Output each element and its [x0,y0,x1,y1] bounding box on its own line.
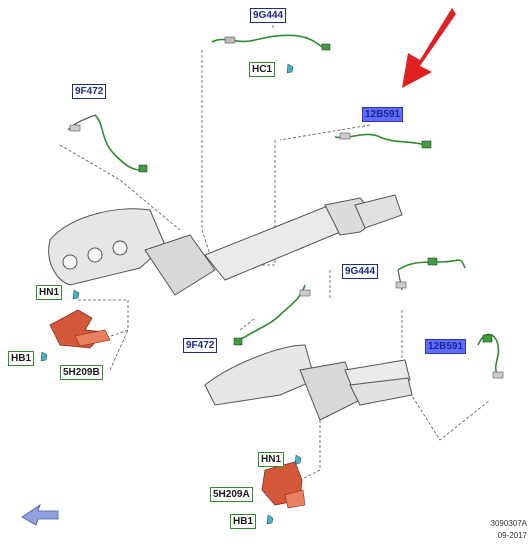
callout-hn1-bottom: HN1 [258,452,285,467]
callout-hc1: HC1 [249,62,276,77]
upper-exhaust-assembly [48,194,403,296]
callout-9g444-mid: 9G444 [342,264,379,279]
callout-5h209b: 5H209B [60,365,103,380]
sensor-9g444-mid [395,257,466,291]
sensor-12b591-top [334,132,432,149]
callout-hn1-left: HN1 [36,285,63,300]
sensor-9g444-top [211,34,331,74]
gasket-5h209a [261,454,306,525]
sensor-12b591-right [477,333,504,379]
red-pointer-arrow [402,8,456,88]
sensor-9f472-left [67,114,148,173]
callout-9f472-left: 9F472 [72,84,107,99]
gasket-5h209b [40,289,111,362]
callout-12b591-top: 12B591 [362,107,404,122]
sensor-9f472-mid [233,284,311,346]
diagram-id: 3090307A [490,519,527,528]
leader-lines [59,25,491,481]
callout-hb1-left: HB1 [8,351,35,366]
callout-9f472-mid: 9F472 [183,338,218,353]
callout-9g444-top: 9G444 [250,8,287,23]
callout-hb1-bottom: HB1 [230,514,257,529]
diagram-date: 09-2017 [497,531,527,540]
front-direction-arrow [21,504,59,526]
lower-exhaust-assembly [204,344,413,421]
callout-12b591-right: 12B591 [425,339,467,354]
callout-5h209a: 5H209A [210,487,253,502]
